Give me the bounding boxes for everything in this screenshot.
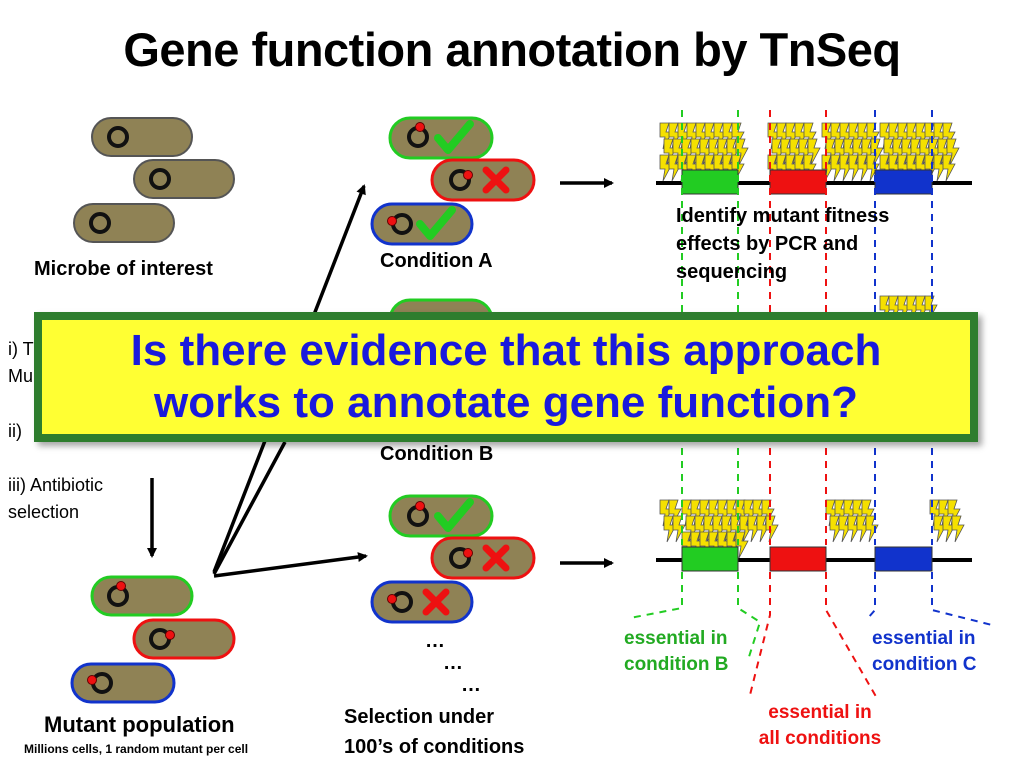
transposon-icon bbox=[865, 515, 879, 543]
dots-3: … bbox=[461, 674, 481, 696]
label-condition-a: Condition A bbox=[380, 250, 493, 272]
condition-a-cell-green bbox=[388, 116, 494, 160]
label-microbe: Microbe of interest bbox=[34, 258, 213, 280]
condition-c-cell-red bbox=[430, 536, 536, 580]
check-icon bbox=[434, 498, 474, 532]
condition-a-cell-red bbox=[430, 158, 536, 202]
overlay-line-2: works to annotate gene function? bbox=[153, 378, 859, 427]
transposon-icon bbox=[951, 515, 965, 543]
label-selection: Selection under 100’s of conditions bbox=[344, 706, 525, 758]
mutant-cell-red bbox=[132, 618, 236, 660]
question-overlay: Is there evidence that this approach wor… bbox=[34, 312, 978, 442]
condition-c-cell-blue bbox=[370, 580, 474, 624]
check-icon bbox=[434, 120, 474, 154]
page-title: Gene function annotation by TnSeq bbox=[123, 23, 901, 76]
dots-2: … bbox=[443, 652, 463, 674]
condition-c-cell-green bbox=[388, 494, 494, 538]
microbe-cell-2 bbox=[133, 159, 235, 199]
arrows bbox=[147, 178, 614, 578]
label-essential-c: essential in condition C bbox=[872, 628, 977, 675]
cross-icon bbox=[422, 588, 450, 616]
gene-green bbox=[681, 546, 739, 572]
gene-red bbox=[769, 546, 827, 572]
microbe-cell-1 bbox=[91, 117, 193, 157]
label-mutant-population: Mutant population bbox=[44, 712, 235, 737]
gene-green bbox=[681, 169, 739, 195]
genome-track-bottom bbox=[656, 499, 972, 572]
gene-blue bbox=[874, 546, 933, 572]
transposon-icon bbox=[765, 515, 779, 543]
dots-1: … bbox=[425, 630, 445, 652]
label-step-iii: iii) Antibiotic selection bbox=[8, 475, 104, 522]
mutant-cell-blue bbox=[70, 662, 176, 704]
label-essential-all: essential in all conditions bbox=[758, 702, 882, 749]
microbe-cell-3 bbox=[73, 203, 175, 243]
label-step-ii: ii) bbox=[8, 421, 22, 441]
check-icon bbox=[416, 206, 456, 240]
label-mutant-sub: Millions cells, 1 random mutant per cell bbox=[24, 742, 249, 756]
condition-a-cell-blue bbox=[370, 202, 474, 246]
label-step-i: i) T Mu bbox=[8, 339, 34, 386]
mutant-cell-green bbox=[90, 575, 194, 617]
label-identify: Identify mutant fitness effects by PCR a… bbox=[676, 205, 890, 283]
dashed-guides bbox=[629, 110, 993, 701]
overlay-line-1: Is there evidence that this approach bbox=[130, 326, 882, 375]
genome-track-top bbox=[656, 122, 972, 195]
label-condition-b: Condition B bbox=[380, 443, 494, 465]
cross-icon bbox=[482, 166, 510, 194]
gene-red bbox=[769, 169, 827, 195]
cross-icon bbox=[482, 544, 510, 572]
label-essential-b: essential in condition B bbox=[624, 628, 729, 675]
gene-blue bbox=[874, 169, 933, 195]
